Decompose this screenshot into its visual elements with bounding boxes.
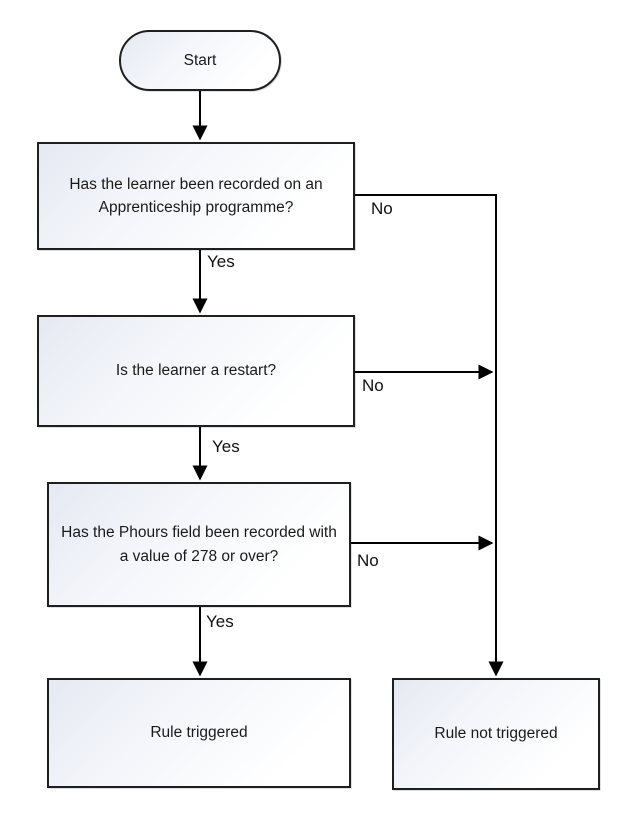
edge-label-q3-no: No	[357, 551, 379, 570]
edge-label-q1-yes: Yes	[207, 252, 235, 271]
outcome-node-rule-not-triggered: Rule not triggered	[392, 678, 600, 790]
edge-label-q3-yes: Yes	[206, 612, 234, 631]
question-node-phours-label: Has the Phours field been recorded with …	[61, 524, 337, 565]
outcome-node-rule-triggered: Rule triggered	[47, 678, 351, 788]
question-node-apprenticeship: Has the learner been recorded on an Appr…	[37, 142, 355, 250]
edge-label-q2-yes: Yes	[212, 437, 240, 456]
question-node-restart: Is the learner a restart?	[37, 315, 355, 427]
start-node-label: Start	[183, 51, 217, 69]
edge-q1-no	[355, 194, 504, 677]
outcome-node-rule-not-triggered-label: Rule not triggered	[434, 725, 558, 743]
question-node-restart-label: Is the learner a restart?	[115, 362, 277, 380]
question-node-phours: Has the Phours field been recorded with …	[47, 482, 351, 607]
question-node-apprenticeship-label: Has the learner been recorded on an Appr…	[69, 175, 323, 216]
start-node: Start	[119, 30, 281, 91]
edge-label-q1-no: No	[371, 199, 393, 218]
outcome-node-rule-triggered-label: Rule triggered	[150, 724, 248, 742]
edge-label-q2-no: No	[362, 376, 384, 395]
